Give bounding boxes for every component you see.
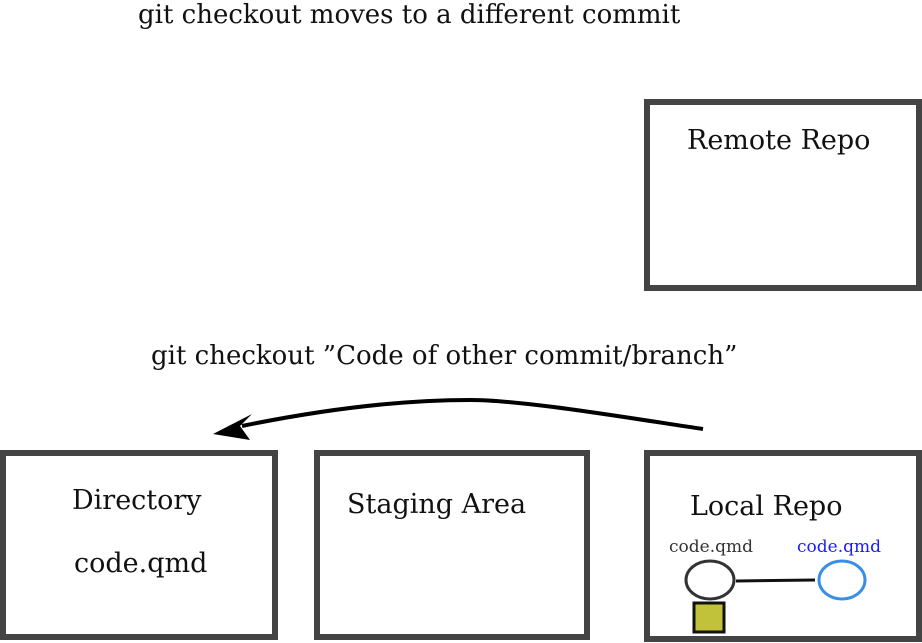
commit-other-file: code.qmd	[797, 537, 881, 557]
commit-current-node	[684, 559, 736, 601]
directory-box: Directory code.qmd	[0, 450, 278, 640]
remote-repo-label: Remote Repo	[687, 125, 871, 156]
commit-connector	[735, 578, 816, 583]
local-repo-box: Local Repo code.qmd code.qmd	[644, 450, 922, 642]
directory-label: Directory	[72, 485, 202, 516]
diagram-title: git checkout moves to a different commit	[138, 0, 681, 30]
head-marker	[692, 601, 726, 634]
commit-other-node	[817, 559, 867, 601]
checkout-command-label: git checkout ”Code of other commit/branc…	[151, 341, 738, 371]
directory-file: code.qmd	[74, 548, 208, 579]
checkout-arrow	[241, 397, 704, 431]
staging-area-label: Staging Area	[347, 489, 527, 520]
remote-repo-box: Remote Repo	[644, 99, 922, 291]
commit-current-file: code.qmd	[669, 537, 753, 557]
staging-area-box: Staging Area	[314, 450, 590, 640]
checkout-arrow-head	[213, 414, 252, 440]
local-repo-label: Local Repo	[690, 491, 843, 522]
